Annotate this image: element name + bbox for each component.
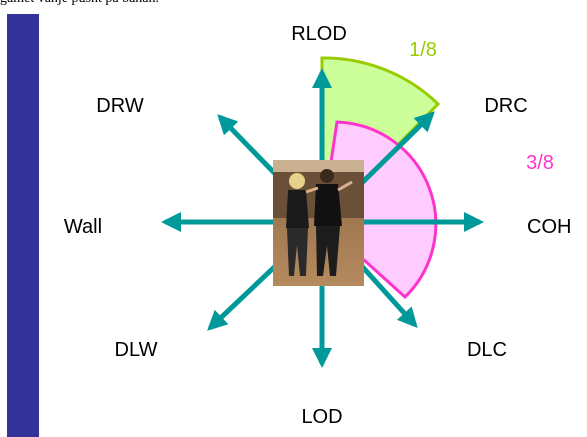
label-drw: DRW bbox=[96, 95, 144, 117]
fraction-large: 3/8 bbox=[526, 152, 554, 174]
label-lod: LOD bbox=[301, 406, 342, 428]
label-dlw: DLW bbox=[115, 339, 158, 361]
fraction-small: 1/8 bbox=[409, 39, 437, 61]
label-wall: Wall bbox=[64, 216, 102, 238]
label-rlod: RLOD bbox=[291, 23, 347, 45]
label-drc: DRC bbox=[484, 95, 527, 117]
label-dlc: DLC bbox=[467, 339, 507, 361]
side-bar bbox=[7, 14, 39, 437]
header-text: gamet vanje pusnt pa banan. bbox=[0, 0, 587, 11]
dancing-couple-photo bbox=[273, 160, 364, 286]
label-coh: COH bbox=[527, 216, 571, 238]
